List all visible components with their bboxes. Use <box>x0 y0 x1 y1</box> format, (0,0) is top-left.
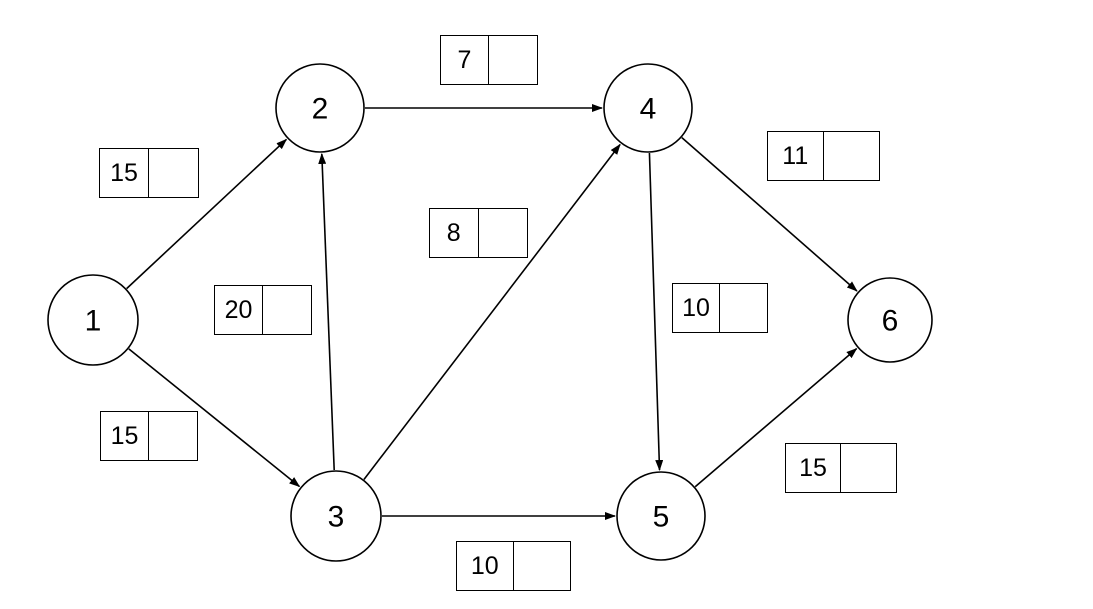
edge-1-to-3[interactable] <box>128 348 301 488</box>
node-4[interactable]: 4 <box>603 63 693 153</box>
edge-5-to-6[interactable] <box>694 347 858 488</box>
node-circle-1 <box>47 274 139 366</box>
node-5[interactable]: 5 <box>616 471 706 561</box>
edge-label-box-lbl-3-4[interactable]: 8 <box>429 208 528 258</box>
node-circle-2 <box>275 63 365 153</box>
edge-label-box-lbl-4-6[interactable]: 11 <box>767 131 880 181</box>
node-label-4: 4 <box>640 93 657 126</box>
capacity-cell-lbl-3-4: 8 <box>430 209 479 257</box>
flow-cell-lbl-3-4[interactable] <box>479 209 528 257</box>
node-2[interactable]: 2 <box>275 63 365 153</box>
flow-cell-lbl-1-2[interactable] <box>149 149 198 197</box>
flow-cell-lbl-2-4[interactable] <box>489 36 537 84</box>
capacity-cell-lbl-4-6: 11 <box>768 132 824 180</box>
edges-group <box>126 104 858 520</box>
capacity-cell-lbl-5-6: 15 <box>786 444 841 492</box>
edge-3-to-2[interactable] <box>318 152 335 471</box>
node-label-1: 1 <box>85 305 102 338</box>
edge-label-box-lbl-4-5[interactable]: 10 <box>672 283 768 333</box>
edge-label-box-lbl-1-2[interactable]: 15 <box>99 148 199 198</box>
node-label-2: 2 <box>312 93 329 126</box>
capacity-cell-lbl-1-2: 15 <box>100 149 149 197</box>
flow-cell-lbl-3-5[interactable] <box>514 542 571 590</box>
edge-label-box-lbl-2-4[interactable]: 7 <box>440 35 538 85</box>
capacity-cell-lbl-3-2: 20 <box>215 286 263 334</box>
edge-4-to-5[interactable] <box>648 152 664 472</box>
node-label-5: 5 <box>653 501 670 534</box>
node-label-6: 6 <box>882 305 899 338</box>
node-circle-5 <box>616 471 706 561</box>
capacity-cell-lbl-1-3: 15 <box>101 412 149 460</box>
edge-1-to-2[interactable] <box>126 138 288 290</box>
node-circle-6 <box>847 277 933 363</box>
node-label-3: 3 <box>328 501 345 534</box>
node-circle-4 <box>603 63 693 153</box>
flow-cell-lbl-3-2[interactable] <box>263 286 311 334</box>
edge-3-to-4[interactable] <box>363 143 621 480</box>
flow-cell-lbl-4-5[interactable] <box>720 284 767 332</box>
node-1[interactable]: 1 <box>47 274 139 366</box>
capacity-cell-lbl-2-4: 7 <box>441 36 489 84</box>
edge-4-to-6[interactable] <box>681 137 858 292</box>
node-3[interactable]: 3 <box>290 470 382 562</box>
flow-cell-lbl-1-3[interactable] <box>149 412 197 460</box>
flow-cell-lbl-4-6[interactable] <box>824 132 880 180</box>
capacity-cell-lbl-3-5: 10 <box>457 542 514 590</box>
flow-cell-lbl-5-6[interactable] <box>841 444 896 492</box>
capacity-cell-lbl-4-5: 10 <box>673 284 720 332</box>
edge-label-box-lbl-1-3[interactable]: 15 <box>100 411 198 461</box>
node-circle-3 <box>290 470 382 562</box>
edge-label-box-lbl-3-2[interactable]: 20 <box>214 285 312 335</box>
nodes-group: 1 2 3 4 5 6 <box>47 63 933 562</box>
edge-label-box-lbl-5-6[interactable]: 15 <box>785 443 897 493</box>
node-6[interactable]: 6 <box>847 277 933 363</box>
edge-label-box-lbl-3-5[interactable]: 10 <box>456 541 571 591</box>
